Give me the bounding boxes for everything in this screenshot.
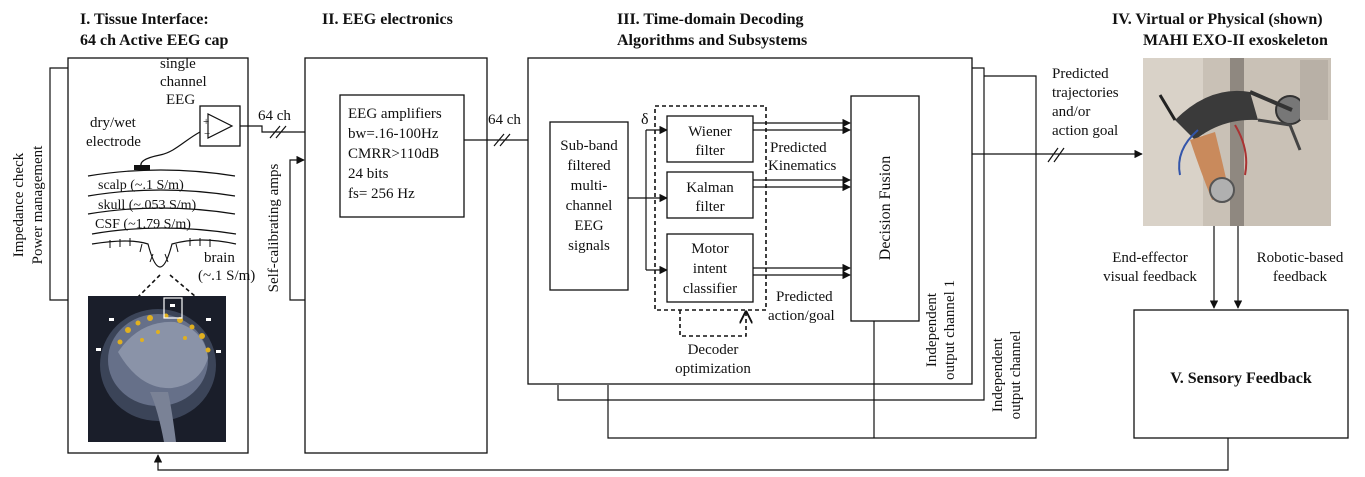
kalman-1: Kalman bbox=[686, 180, 734, 196]
brain-top-curve bbox=[91, 227, 237, 235]
robotic-1: Robotic-based bbox=[1257, 250, 1344, 266]
subband-2: filtered bbox=[567, 158, 611, 174]
eeg-amplifiers-box bbox=[339, 94, 465, 218]
indep-channel-1-label: Independent output channel 1 bbox=[924, 280, 958, 380]
stage3-title-line2: Algorithms and Subsystems bbox=[617, 32, 807, 49]
pred-traj-2: trajectories bbox=[1052, 85, 1119, 101]
robotic-2: feedback bbox=[1273, 269, 1328, 285]
end-effector-1: End-effector bbox=[1112, 250, 1188, 266]
svg-text:Decision Fusion: Decision Fusion bbox=[877, 156, 894, 260]
subband-box bbox=[549, 121, 629, 291]
subband-1: Sub-band bbox=[560, 138, 618, 154]
indep-channel-2-label: Independent output channel bbox=[990, 331, 1024, 420]
svg-text:Self-calibrating amps: Self-calibrating amps bbox=[266, 163, 282, 292]
arrow-64ch-1 bbox=[240, 125, 333, 137]
zoom-dashes bbox=[137, 274, 197, 298]
amp-spec-3: CMRR>110dB bbox=[348, 146, 439, 162]
output-channel-panel-2 bbox=[557, 67, 985, 401]
scalp-curve bbox=[87, 169, 236, 177]
skull-curve bbox=[87, 189, 236, 197]
motor-intent-box bbox=[666, 233, 754, 303]
bus-mark-2 bbox=[493, 133, 511, 147]
sensory-feedback-box bbox=[1133, 309, 1349, 439]
single-label-3: EEG bbox=[166, 92, 195, 108]
single-label-2: channel bbox=[160, 74, 207, 90]
amp-minus-icon: − bbox=[204, 128, 210, 140]
subband-6: signals bbox=[568, 238, 610, 254]
wiener-filter-box bbox=[666, 115, 754, 163]
pred-act-2: action/goal bbox=[768, 308, 835, 324]
end-effector-2: visual feedback bbox=[1103, 269, 1197, 285]
decision-fusion-box bbox=[850, 95, 920, 322]
subband-3: multi- bbox=[571, 178, 608, 194]
pred-act-1: Predicted bbox=[776, 289, 833, 305]
wiener-2: filter bbox=[695, 143, 724, 159]
kalman-2: filter bbox=[695, 199, 724, 215]
csf-curve bbox=[87, 207, 236, 215]
decoder-opt-2: optimization bbox=[675, 361, 751, 377]
amp-spec-5: fs= 256 Hz bbox=[348, 186, 415, 202]
self-calibrating-bracket bbox=[289, 155, 305, 301]
decision-fusion-label: Decision Fusion bbox=[877, 156, 894, 260]
pred-kin-2: Kinematics bbox=[768, 158, 836, 174]
pred-traj-3: and/or bbox=[1052, 104, 1090, 120]
kalman-filter-box bbox=[666, 171, 754, 219]
electrode-label-1: dry/wet bbox=[90, 115, 137, 131]
amp-plus-icon: + bbox=[203, 116, 209, 128]
impedance-label: Impedance check Power management bbox=[11, 145, 46, 265]
stage4-title-line1: IV. Virtual or Physical (shown) bbox=[1112, 11, 1323, 28]
stage2-title: II. EEG electronics bbox=[322, 11, 453, 28]
scalp-label: scalp (~.1 S/m) bbox=[98, 178, 184, 193]
exoskeleton-photo bbox=[1143, 58, 1331, 226]
decoder-opt-loop bbox=[679, 310, 746, 337]
stage5-title: V. Sensory Feedback bbox=[1170, 370, 1312, 387]
stage3-title-line1: III. Time-domain Decoding bbox=[617, 11, 804, 28]
brain-sulcus-curve bbox=[91, 239, 237, 268]
amp-spec-2: bw=.16-100Hz bbox=[348, 126, 439, 142]
amplifier-triangle-icon bbox=[207, 113, 234, 139]
amp-spec-1: EEG amplifiers bbox=[348, 106, 442, 122]
brain-label-1: brain bbox=[204, 250, 235, 266]
decoder-dashed-region bbox=[654, 105, 767, 311]
electrode-label-2: electrode bbox=[86, 134, 141, 150]
motor-2: intent bbox=[693, 261, 728, 277]
stage1-title-line1: I. Tissue Interface: bbox=[80, 11, 209, 28]
neuron-ticks bbox=[109, 238, 211, 263]
subband-4: channel bbox=[566, 198, 613, 214]
bus-mark-3 bbox=[1047, 147, 1065, 163]
electrode-wire bbox=[140, 131, 201, 169]
amp-spec-4: 24 bits bbox=[348, 166, 389, 182]
pred-traj-4: action goal bbox=[1052, 123, 1118, 139]
svg-text:Power management: Power management bbox=[30, 145, 46, 265]
svg-text:output channel 1: output channel 1 bbox=[942, 280, 958, 380]
svg-text:Independent: Independent bbox=[990, 337, 1006, 412]
impedance-bracket bbox=[49, 67, 68, 301]
decoder-opt-1: Decoder bbox=[688, 342, 739, 358]
electrode-icon bbox=[134, 165, 150, 170]
pred-kin-1: Predicted bbox=[770, 140, 827, 156]
bus-mark-1 bbox=[269, 125, 287, 139]
delta-label: δ bbox=[641, 111, 649, 128]
svg-text:Independent: Independent bbox=[924, 292, 940, 367]
motor-1: Motor bbox=[691, 241, 729, 257]
ch64-label-2: 64 ch bbox=[488, 112, 521, 128]
brain-label-2: (~.1 S/m) bbox=[198, 268, 255, 284]
self-calibrating-label: Self-calibrating amps bbox=[266, 163, 282, 292]
wiener-1: Wiener bbox=[688, 124, 732, 140]
ch64-label-1: 64 ch bbox=[258, 108, 291, 124]
output-channel-panel-3 bbox=[607, 75, 1037, 439]
pred-traj-1: Predicted bbox=[1052, 66, 1109, 82]
mri-image bbox=[88, 296, 226, 442]
svg-text:Impedance check: Impedance check bbox=[11, 152, 27, 257]
csf-label: CSF (~1.79 S/m) bbox=[95, 217, 191, 232]
bottom-feedback-loop bbox=[153, 438, 1229, 471]
motor-3: classifier bbox=[683, 281, 737, 297]
stage4-title-line2: MAHI EXO-II exoskeleton bbox=[1143, 32, 1328, 49]
svg-text:output channel: output channel bbox=[1008, 331, 1024, 420]
stage1-title-line2: 64 ch Active EEG cap bbox=[80, 32, 229, 49]
subband-5: EEG bbox=[574, 218, 603, 234]
single-label-1: single bbox=[160, 56, 196, 72]
